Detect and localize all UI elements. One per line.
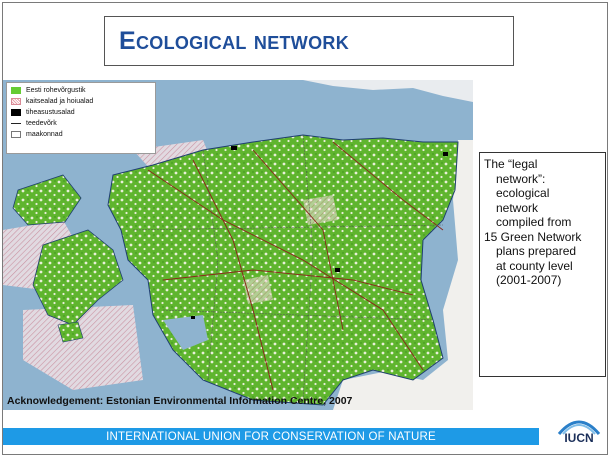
slide-title: Ecological network (119, 26, 349, 55)
road (192, 159, 274, 391)
slide-frame (2, 2, 608, 455)
note-line: at county level (496, 258, 573, 273)
legend-item: maakonnad (11, 129, 151, 140)
protected-sea-area (23, 305, 143, 390)
note-line: (2001-2007) (496, 273, 562, 287)
settlement (231, 146, 237, 150)
legal-network-note: The “legal network”: ecological network … (479, 152, 606, 377)
legend-item: teedevõrk (11, 118, 151, 129)
footer-bar: INTERNATIONAL UNION FOR CONSERVATION OF … (3, 428, 539, 445)
sorve (57, 321, 84, 343)
lake-peipus (421, 220, 455, 315)
settlement (443, 152, 448, 156)
acknowledgement: Acknowledgement: Estonian Environmental … (7, 395, 353, 407)
note-line: ecological (496, 186, 550, 200)
note-line: network (496, 200, 539, 215)
saaremaa (32, 229, 124, 326)
note-line: plans prepared (496, 244, 577, 258)
county-border (302, 134, 314, 401)
protected-area (243, 275, 273, 304)
protected-area-swatch (11, 98, 21, 105)
hiiumaa (12, 174, 82, 226)
parnu-bay (163, 315, 208, 350)
road (332, 141, 444, 231)
road-swatch (11, 123, 21, 124)
finland-coast (303, 80, 473, 102)
iucn-logo: IUCN (557, 420, 601, 445)
road (252, 149, 344, 331)
legend-item: kaitsealad ja hoiualad (11, 96, 151, 107)
protected-area (303, 195, 338, 225)
green-network-swatch (11, 87, 21, 94)
road (147, 169, 424, 371)
neighbor-land (333, 140, 473, 410)
settlement-swatch (11, 109, 21, 116)
county-border (132, 224, 444, 231)
note-line: The “legal (484, 157, 538, 171)
footer-text: INTERNATIONAL UNION FOR CONSERVATION OF … (106, 430, 436, 443)
county-swatch (11, 131, 21, 138)
svg-text:IUCN: IUCN (564, 431, 593, 445)
title-box: Ecological network (104, 16, 514, 66)
note-line: compiled from (496, 215, 572, 229)
legend-item: Eesti rohevõrgustik (11, 85, 151, 96)
settlement (191, 316, 195, 319)
map-legend: Eesti rohevõrgustik kaitsealad ja hoiual… (6, 82, 156, 154)
county-border (202, 149, 219, 381)
note-line: network”: (496, 171, 546, 186)
legend-item: tiheasustusalad (11, 107, 151, 118)
county-border (162, 309, 434, 321)
settlement (335, 268, 340, 272)
road (162, 269, 414, 296)
note-line: 15 Green Network (484, 229, 582, 244)
estonia-map (3, 80, 473, 410)
